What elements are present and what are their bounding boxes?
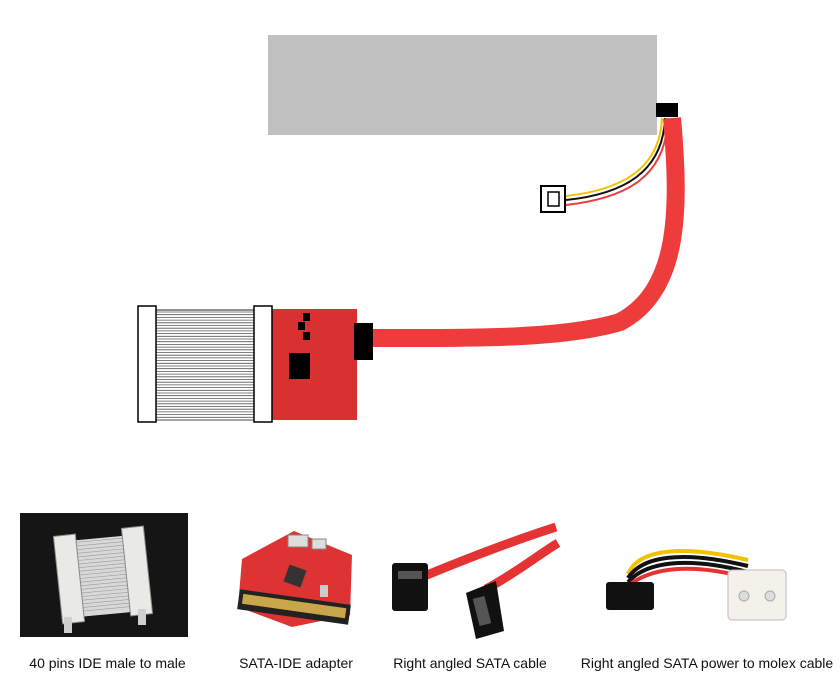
sata-power-plug: [540, 185, 566, 213]
caption-ide-cable: 40 pins IDE male to male: [29, 655, 186, 671]
caption-power-cable: Right angled SATA power to molex cable: [580, 655, 834, 671]
adapter-chips: [289, 313, 310, 379]
caption-sata-cable: Right angled SATA cable: [393, 655, 547, 671]
photo-sata-ide-adapter: [232, 527, 362, 631]
sata-data-cable: [371, 117, 685, 348]
ide-connector-right: [253, 305, 273, 423]
photo-sata-cable: [386, 513, 561, 643]
caption-adapter: SATA-IDE adapter: [239, 655, 353, 671]
assembly-diagram: [137, 35, 685, 423]
adapter-sata-port: [354, 323, 373, 360]
photo-power-cable: [598, 530, 796, 634]
photo-ide-cable: [20, 513, 188, 637]
ide-connector-left: [137, 305, 157, 423]
drive-connector: [656, 103, 678, 117]
hard-drive: [268, 35, 657, 135]
ide-ribbon-cable: [137, 305, 273, 423]
sata-ide-adapter-board: [271, 309, 357, 420]
